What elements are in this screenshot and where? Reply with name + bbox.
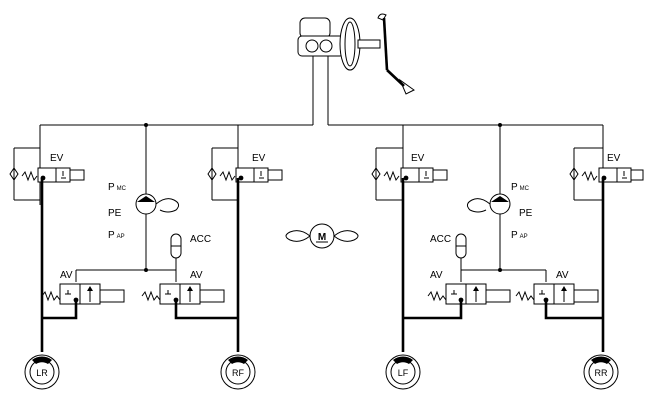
brake-line-lf [401,178,463,352]
brake-line-lr [40,178,78,352]
ev-valve-lf [371,147,448,201]
av-label-rr: AV [556,270,569,281]
av-valve-lr [41,283,125,305]
main-distribution-lines [39,123,604,205]
return-line-left [75,268,177,282]
av-label-lr: AV [60,270,73,281]
av-valve-rr [515,283,599,305]
motor-icon [285,223,359,249]
ev-valve-rf [207,147,283,201]
ev-label-rr: EV [607,153,621,164]
ev-label-lf: EV [411,153,425,164]
av-valve-lf [427,283,511,305]
acc-label-left: ACC [190,234,211,245]
wheel-brake-rf [220,354,256,390]
wheel-brake-rr [583,354,619,390]
ev-label-lr: EV [50,153,64,164]
pump-icon-right [466,125,511,270]
wheel-brake-lf [385,354,421,390]
wheel-label-lr: LR [36,368,48,378]
pump-icon-left [135,125,180,270]
ev-valve-lr [9,147,85,201]
av-label-rf: AV [190,270,203,281]
av-valve-rf [141,283,225,305]
wheel-label-rf: RF [232,368,244,378]
accumulator-icon-left [170,233,182,270]
pe-label-left: PE [108,208,122,219]
master-cylinder-icon [297,17,345,125]
ev-label-rf: EV [252,153,266,164]
brake-line-rr [544,178,605,352]
brake-pedal-icon [377,13,415,95]
wheel-label-rr: RR [595,368,608,378]
accumulator-icon-right [455,233,467,270]
brake-booster-icon [339,17,381,71]
wheel-brake-lr [24,354,60,390]
return-line-right [460,268,547,282]
motor-label: M [318,232,326,243]
wheel-label-lf: LF [398,368,409,378]
pe-label-right: PE [519,208,533,219]
av-label-lf: AV [430,270,443,281]
brake-line-rf [174,178,240,352]
acc-label-right: ACC [430,234,451,245]
